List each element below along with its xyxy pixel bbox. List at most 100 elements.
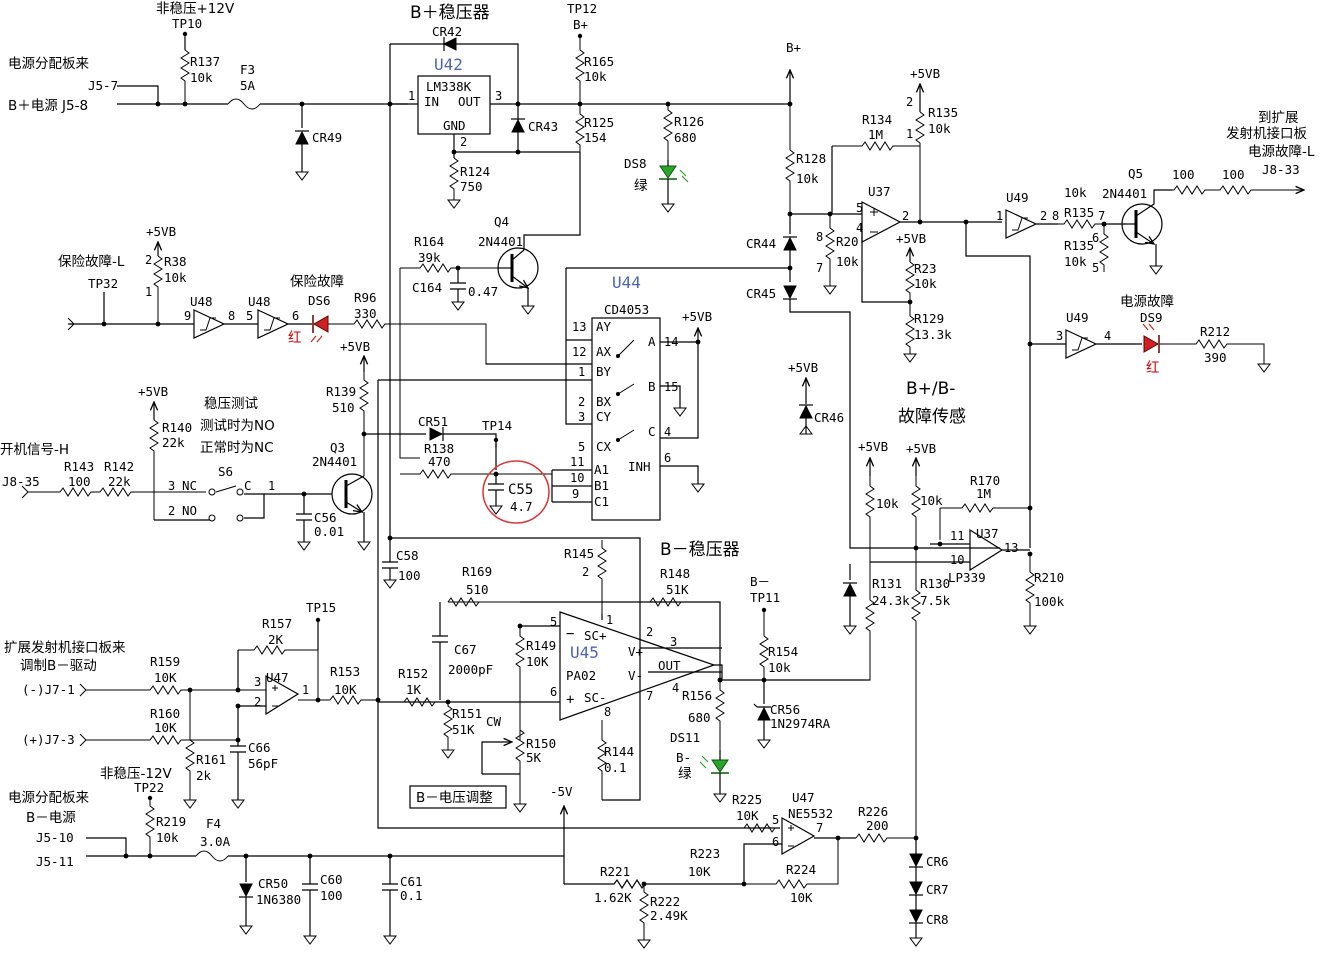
lm-out: OUT bbox=[458, 94, 481, 109]
r145-label: R145 bbox=[564, 546, 594, 561]
pa-scm: SC- bbox=[584, 690, 607, 705]
test-label-3: 正常时为NC bbox=[200, 440, 274, 456]
svg-text:1: 1 bbox=[268, 479, 275, 493]
r159-value: 10K bbox=[154, 670, 177, 685]
j5-8-label: B＋电源 J5-8 bbox=[8, 98, 88, 114]
c55-label: C55 bbox=[508, 482, 533, 498]
r170-label: R170 bbox=[970, 473, 1000, 488]
c58-value: 100 bbox=[398, 568, 421, 583]
ds11-color: 绿 bbox=[678, 766, 692, 782]
r160-value: 10K bbox=[154, 720, 177, 735]
svg-text:2: 2 bbox=[145, 253, 152, 267]
r149-value: 10K bbox=[526, 654, 549, 669]
svg-text:3: 3 bbox=[254, 675, 261, 689]
loops: C58 100 bbox=[377, 104, 780, 829]
svg-text:2: 2 bbox=[1040, 209, 1047, 223]
svg-text:3: 3 bbox=[670, 635, 677, 649]
svg-text:+: + bbox=[566, 692, 574, 708]
svg-text:5: 5 bbox=[246, 309, 253, 323]
pin-by: BY bbox=[596, 364, 612, 379]
u49a-label: U49 bbox=[1006, 190, 1029, 205]
fault-label: 电源故障 bbox=[1120, 294, 1174, 310]
svg-text:8: 8 bbox=[604, 705, 611, 719]
c56-value: 0.01 bbox=[314, 524, 344, 539]
p5vb-u44: +5VB bbox=[682, 309, 712, 324]
tp22-label: TP22 bbox=[134, 780, 164, 795]
r126-value: 680 bbox=[674, 130, 697, 145]
r10k-a: 10k bbox=[876, 496, 899, 511]
pin-b1: B1 bbox=[594, 478, 609, 493]
ds8-label: DS8 bbox=[624, 156, 647, 171]
r137-label: R137 bbox=[190, 54, 220, 69]
svg-text:12: 12 bbox=[572, 345, 586, 359]
j7-1-label: (-)J7-1 bbox=[22, 682, 75, 697]
j8-35-label: J8-35 bbox=[2, 474, 40, 489]
svg-text:2: 2 bbox=[582, 565, 589, 579]
cr7-label: CR7 bbox=[926, 882, 949, 897]
r137-value: 10k bbox=[190, 70, 213, 85]
svg-text:1: 1 bbox=[996, 209, 1003, 223]
r223-value: 10K bbox=[688, 864, 711, 879]
q5-label: Q5 bbox=[1128, 166, 1143, 181]
svg-text:5: 5 bbox=[1092, 261, 1099, 275]
j7-3-label: (+)J7-3 bbox=[22, 732, 75, 747]
lm-gnd: GND bbox=[443, 118, 466, 133]
q3-transistor bbox=[331, 473, 373, 551]
c67-value: 2000pF bbox=[448, 662, 493, 677]
bplus-tp12: B+ bbox=[573, 17, 588, 32]
r156-label: R156 bbox=[682, 688, 712, 703]
p5vb-r139: +5VB bbox=[340, 339, 370, 354]
r157-label: R157 bbox=[262, 616, 292, 631]
r129-value: 13.3k bbox=[914, 327, 952, 342]
fault-title-2: 故障传感 bbox=[898, 407, 966, 427]
j8-33-label: J8-33 bbox=[1262, 162, 1300, 177]
r161-value: 2k bbox=[196, 768, 212, 783]
svg-text:13: 13 bbox=[1004, 541, 1018, 555]
tp15-label: TP15 bbox=[306, 600, 336, 615]
svg-text:3: 3 bbox=[168, 479, 175, 493]
svg-text:2: 2 bbox=[906, 95, 913, 109]
r138-label: R138 bbox=[424, 441, 454, 456]
r225-value: 10K bbox=[736, 808, 759, 823]
pin-ay: AY bbox=[596, 319, 612, 334]
bplus-label: B+ bbox=[786, 40, 801, 55]
u42-label: U42 bbox=[434, 55, 463, 74]
svg-text:15: 15 bbox=[664, 380, 678, 394]
svg-text:5: 5 bbox=[856, 201, 863, 215]
pa-scp: SC+ bbox=[584, 628, 607, 643]
tp10-label: TP10 bbox=[172, 16, 202, 31]
s6-c: C bbox=[244, 478, 252, 493]
r124-label: R124 bbox=[460, 164, 490, 179]
svg-text:2: 2 bbox=[168, 504, 175, 518]
r130-value: 7.5k bbox=[920, 593, 951, 608]
r135c-value: 10k bbox=[1064, 254, 1087, 269]
vadj-label: B－电压调整 bbox=[416, 790, 493, 806]
cw-label: CW bbox=[486, 714, 502, 729]
cr45-label: CR45 bbox=[746, 286, 776, 301]
bplus-title: B＋稳压器 bbox=[410, 3, 490, 23]
c56-label: C56 bbox=[314, 510, 337, 525]
q3-type: 2N4401 bbox=[312, 454, 357, 469]
r156-value: 680 bbox=[688, 710, 711, 725]
tp11-label: TP11 bbox=[750, 590, 780, 605]
tp14-label: TP14 bbox=[482, 418, 512, 433]
u47b-label: U47 bbox=[792, 790, 815, 805]
svg-text:3: 3 bbox=[1056, 329, 1063, 343]
r-100b: 100 bbox=[1222, 167, 1245, 182]
r125-value: 154 bbox=[584, 130, 607, 145]
r143-value: 100 bbox=[68, 474, 91, 489]
u37a-label: U37 bbox=[868, 184, 891, 199]
bplus-sense: B+ R128 10k CR44 CR45 R20 10k 87 542 U37… bbox=[566, 40, 1315, 549]
r96-label: R96 bbox=[354, 290, 377, 305]
r38-value: 10k bbox=[164, 270, 187, 285]
r225-label: R225 bbox=[732, 792, 762, 807]
r151-value: 51K bbox=[452, 722, 475, 737]
r144-value: 0.1 bbox=[604, 760, 627, 775]
r221-label: R221 bbox=[600, 864, 630, 879]
svg-text:4: 4 bbox=[664, 425, 671, 439]
pa-vm: V- bbox=[628, 668, 643, 683]
to-label-2: 发射机接口板 bbox=[1226, 125, 1307, 142]
q5-type: 2N4401 bbox=[1102, 186, 1147, 201]
